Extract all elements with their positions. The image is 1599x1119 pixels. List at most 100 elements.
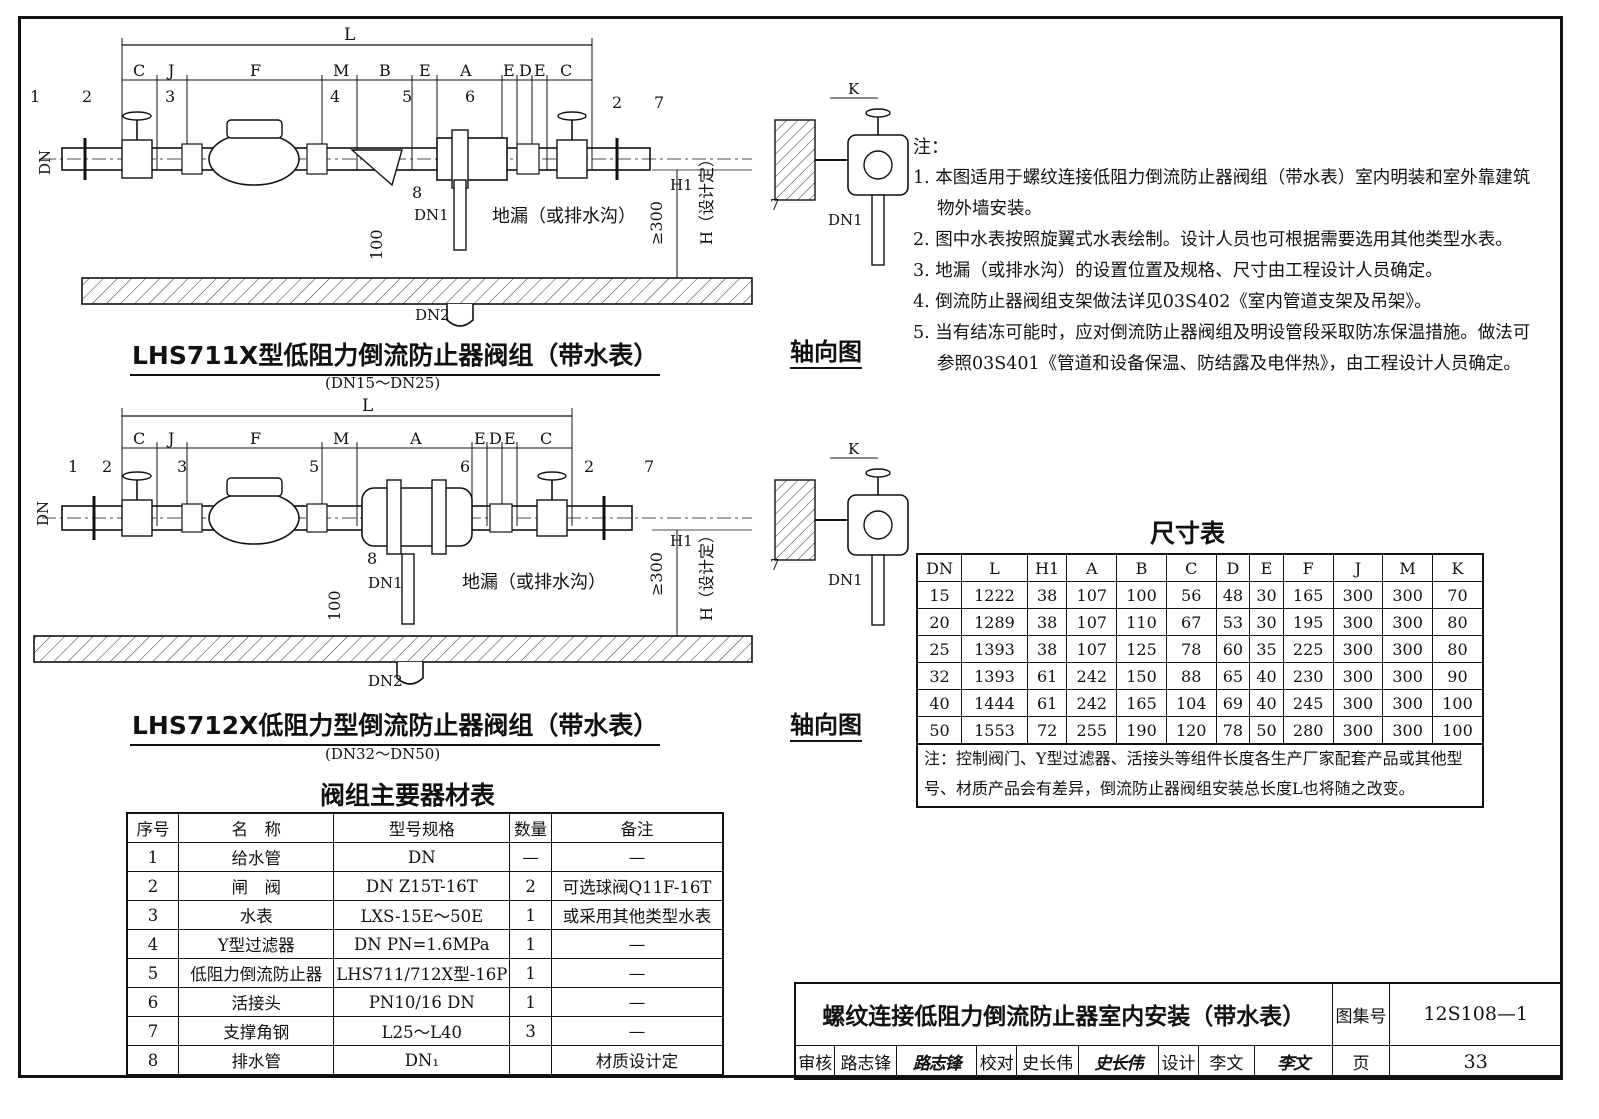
table-cell: 300 (1382, 581, 1433, 609)
table-cell: 100 (1116, 581, 1167, 609)
axial-caption-1: 轴向图 (790, 332, 862, 369)
table-cell: 活接头 (178, 987, 335, 1017)
axial-view-2: K 7 DN1 (770, 440, 909, 626)
table-cell: 6 (126, 987, 180, 1017)
table-cell: 61 (1026, 662, 1068, 690)
diagram2-subcaption: (DN32～DN50) (325, 745, 441, 763)
diagram1-caption: LHS711X型低阻力倒流防止器阀组（带水表） (130, 336, 661, 376)
dimension-table-note: 注：控制阀门、Y型过滤器、活接头等组件长度各生产厂家配套产品或其他型号、材质产品… (916, 740, 1484, 808)
table-cell: 2 (126, 871, 180, 901)
table-header: 名 称 (178, 812, 335, 843)
table-cell: 35 (1249, 635, 1284, 663)
table-cell: 100 (1431, 716, 1484, 745)
table-cell: 72 (1026, 716, 1068, 745)
table-cell: 107 (1066, 581, 1118, 609)
dim-label: E (419, 61, 431, 80)
table-cell: 88 (1165, 662, 1217, 690)
table-cell: 38 (1026, 635, 1068, 663)
table-header: D (1215, 553, 1251, 582)
table-cell: 可选球阀Q11F-16T (551, 871, 724, 901)
table-cell: 1393 (961, 662, 1028, 690)
dn1-label: DN1 (828, 571, 863, 589)
table-cell: DN Z15T-16T (333, 871, 511, 901)
dim-300: ≥300 (647, 201, 666, 245)
table-cell: 1222 (961, 581, 1028, 609)
table-cell: 242 (1066, 662, 1118, 690)
table-header: H1 (1026, 553, 1068, 582)
table-cell: 70 (1431, 581, 1484, 609)
table-cell: 90 (1431, 662, 1484, 690)
table-header: E (1249, 553, 1284, 582)
table-cell: 1 (126, 842, 180, 872)
table-cell: DN (333, 842, 511, 872)
page-number: 33 (1389, 1044, 1563, 1080)
table-cell: DN PN=1.6MPa (333, 929, 511, 959)
page-label: 页 (1331, 1044, 1391, 1080)
dim-label: B (379, 61, 391, 80)
dim-h1: H1 (670, 532, 693, 550)
table-cell: LXS-15E～50E (333, 900, 511, 930)
callout: 7 (770, 196, 780, 214)
dimension-table-title: 尺寸表 (1150, 519, 1226, 548)
table-cell: 40 (1249, 662, 1284, 690)
drawing-frame (18, 16, 1563, 1078)
table-cell: 或采用其他类型水表 (551, 900, 724, 930)
atlas-label: 图集号 (1331, 982, 1391, 1046)
drawing-title: 螺纹连接低阻力倒流防止器室内安装（带水表） (794, 982, 1333, 1046)
dim-label: A (409, 429, 422, 448)
table-cell: 300 (1382, 608, 1433, 636)
table-header: 型号规格 (333, 812, 511, 843)
table-header: DN (916, 553, 963, 582)
dim-label: E (474, 429, 486, 448)
table-cell: 1289 (961, 608, 1028, 636)
table-cell: 80 (1431, 635, 1484, 663)
note-item: 1. 本图适用于螺纹连接低阻力倒流防止器阀组（带水表）室内明装和室外靠建筑物外墙… (913, 168, 1531, 219)
table-cell: — (509, 842, 553, 872)
table-header: L (961, 553, 1028, 582)
table-cell: 50 (1249, 716, 1284, 745)
dim-k: K (848, 440, 860, 458)
dim-label: C (540, 429, 552, 448)
table-header: 序号 (126, 812, 180, 843)
table-cell: 300 (1382, 635, 1433, 663)
diagram2-caption: LHS712X低阻力型倒流防止器阀组（带水表） (130, 706, 661, 746)
dim-label: E (503, 61, 515, 80)
callout: 2 (584, 457, 594, 476)
title-block: 螺纹连接低阻力倒流防止器室内安装（带水表） 图集号 12S108—1 审核 路志… (794, 982, 1563, 1080)
table-cell: 230 (1282, 662, 1334, 690)
callout: 8 (367, 549, 377, 568)
table-cell: 300 (1382, 662, 1433, 690)
dim-label: D (489, 429, 502, 448)
callout: 2 (102, 457, 112, 476)
table-cell: 300 (1332, 689, 1384, 717)
table-cell: 195 (1282, 608, 1334, 636)
dn1-label: DN1 (828, 211, 863, 229)
dn1-label: DN1 (368, 574, 403, 592)
table-cell: 150 (1116, 662, 1167, 690)
dim-label: D (519, 61, 532, 80)
callout: 1 (68, 457, 78, 476)
table-cell: 1 (509, 900, 553, 930)
dim-label: F (250, 429, 261, 448)
design-label: 设计 (1157, 1044, 1199, 1080)
table-header: C (1165, 553, 1217, 582)
dim-L: L (344, 25, 355, 45)
callout: 6 (465, 87, 475, 106)
drain-label: 地漏（或排水沟） (462, 572, 606, 593)
table-cell: 支撑角钢 (178, 1016, 335, 1046)
table-cell: LHS711/712X型-16P (333, 958, 511, 988)
callout: 5 (402, 87, 412, 106)
table-cell: 1553 (961, 716, 1028, 745)
table-cell: 242 (1066, 689, 1118, 717)
